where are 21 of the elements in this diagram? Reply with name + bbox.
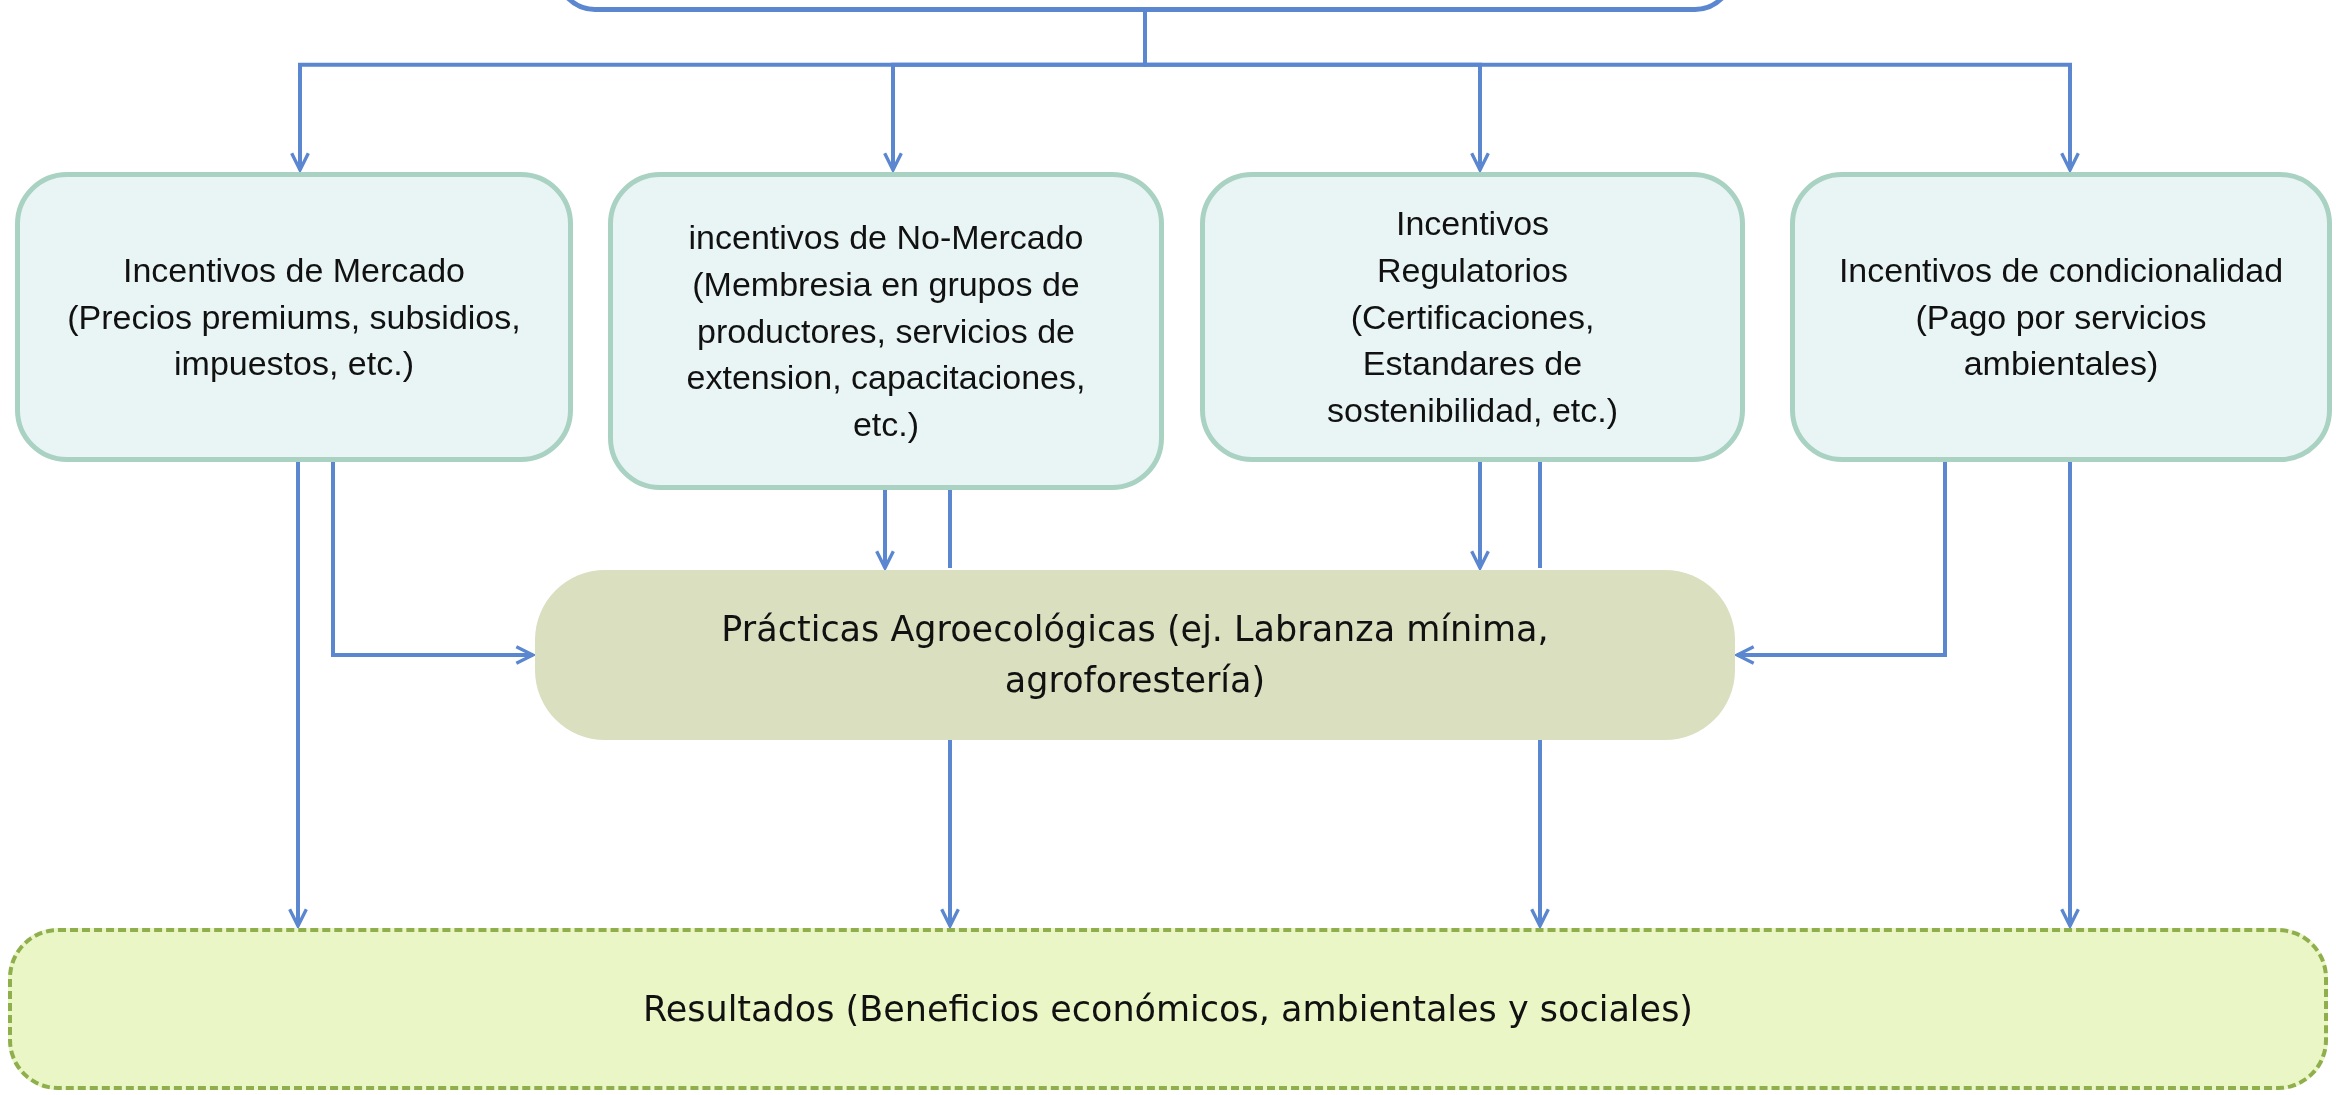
node-label: incentivos de No-Mercado (Membresia en grupos de productores, servicios de extension, capacitaciones, etc.) — [685, 216, 1087, 446]
arrow — [1470, 462, 1490, 570]
node-label: Incentivos de Mercado (Precios premiums, subsidios, impuestos, etc.) — [66, 249, 522, 385]
arrow — [1530, 740, 1550, 928]
connector-line — [948, 490, 952, 568]
node-label: Incentivos Regulatorios (Certificaciones, Estandares de sostenibilidad, etc.) — [1325, 202, 1619, 432]
incentive-box — [608, 172, 1164, 490]
arrow — [2060, 462, 2080, 928]
arrow — [940, 740, 960, 928]
arrow — [288, 462, 308, 928]
arrow — [331, 462, 535, 665]
arrow — [875, 490, 895, 570]
node-label: Incentivos de condicionalidad (Pago por servicios ambientales) — [1837, 249, 2285, 385]
result-box — [8, 928, 2328, 1090]
incentive-box — [15, 172, 573, 462]
node-label: Resultados (Beneficios económicos, ambientales y sociales) — [642, 987, 1694, 1031]
connector-line — [1538, 462, 1542, 568]
incentive-box — [1790, 172, 2332, 462]
incentive-box — [1200, 172, 1745, 462]
node-label: Prácticas Agroecológicas (ej. Labranza mínima, agroforestería) — [720, 608, 1550, 702]
arrow — [1735, 462, 1947, 665]
